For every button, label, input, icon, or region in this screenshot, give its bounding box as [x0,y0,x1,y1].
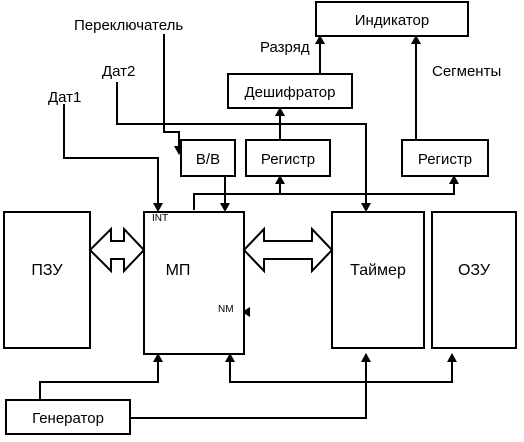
wire-cpu-registers [193,176,455,210]
block-cpu [143,211,245,355]
label-int-pin: INT [152,213,168,224]
arrow-into-cpu-nm [242,307,250,317]
arrow-into-timer [361,203,371,212]
blocks [3,1,517,435]
block-ram [431,211,517,349]
arrow-into-cpu-io [220,203,230,212]
block-register-right [401,139,489,177]
arrow-into-cpu-int [153,203,163,212]
bus-rom-cpu [88,226,146,274]
label-nm-pin: NM [218,304,234,315]
wire-switch-io [163,34,180,146]
label-decoder: Дешифратор [245,84,336,101]
signal-labels: Переключатель Дат2 Дат1 Разряд Сегменты … [48,17,501,315]
label-switch: Переключатель [74,17,183,34]
wires [39,34,455,419]
label-digit: Разряд [260,39,310,56]
arrow-into-indicator-left [315,35,325,44]
label-rom: ПЗУ [31,262,63,279]
buses [88,226,334,274]
wire-sensor2-timer [116,82,367,204]
block-rom [3,211,91,349]
label-io: В/В [196,151,220,168]
label-sensor2: Дат2 [102,63,135,80]
label-ram: ОЗУ [458,262,491,279]
arrow-gen-into-cpu [153,353,163,362]
arrow-gen-into-ram [447,353,457,362]
label-cpu: МП [166,262,191,279]
block-io [180,139,236,177]
bus-cpu-timer [242,226,334,274]
wire-generator-cpu [39,354,159,400]
arrow-into-decoder [275,107,285,116]
label-register-right: Регистр [418,151,472,168]
label-timer: Таймер [350,262,406,279]
block-register-left [245,139,331,177]
wire-generator-ram [130,354,367,419]
label-segments: Сегменты [432,63,501,80]
wire-clock-bus [229,354,453,383]
arrow-gen-into-cpu2 [225,353,235,362]
label-indicator: Индикатор [355,12,430,29]
block-labels: Индикатор Дешифратор В/В Регистр Регистр… [31,12,490,427]
wire-sensor1-cpu [63,104,159,203]
arrow-into-indicator-right [411,35,421,44]
arrow-into-register-right [449,175,459,184]
block-generator [5,399,131,435]
label-register-left: Регистр [261,151,315,168]
block-timer [331,211,425,349]
label-generator: Генератор [32,410,104,427]
arrow-gen-into-timer [361,353,371,362]
arrow-into-register-left [275,175,285,184]
block-indicator [315,1,469,37]
label-sensor1: Дат1 [48,89,81,106]
block-decoder [227,73,353,109]
